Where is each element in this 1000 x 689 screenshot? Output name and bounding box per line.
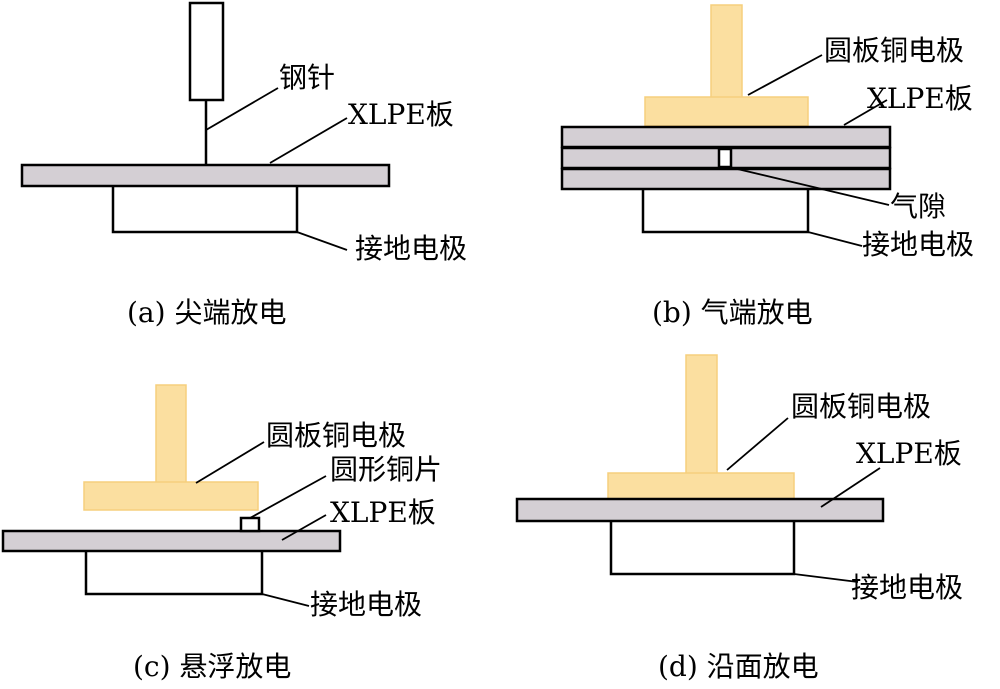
xlpe-leader-line (843, 99, 888, 126)
panel-b: 圆板铜电极 XLPE板 气隙 接地电极 (b) 气端放电 (560, 4, 974, 329)
gap-label: 气隙 (890, 190, 946, 223)
ground-electrode (641, 186, 810, 234)
copper-disc-electrode (83, 481, 259, 511)
ground-electrode (84, 548, 264, 596)
panel-a: 钢针 XLPE板 接地电极 (a) 尖端放电 (20, 1, 467, 329)
copper-label: 圆板铜电极 (824, 34, 964, 67)
ground-electrode (609, 518, 796, 576)
copper-label: 圆板铜电极 (791, 390, 931, 423)
xlpe-plate (515, 497, 885, 523)
xlpe-leader-line (281, 514, 327, 541)
xlpe-layer-bottom (560, 167, 892, 191)
copper-label: 圆板铜电极 (266, 419, 406, 452)
copper-leader-line (726, 417, 789, 471)
panel-c: 圆板铜电极 圆形铜片 XLPE板 接地电极 (c) 悬浮放电 (1, 384, 442, 683)
panel-d: 圆板铜电极 XLPE板 接地电极 (d) 沿面放电 (515, 354, 963, 683)
gap-leader-line (728, 166, 890, 206)
xlpe-layer-top (560, 125, 892, 149)
needle-leader-line (205, 87, 279, 131)
copper-disc-electrode (607, 472, 795, 500)
caption-a: (a) 尖端放电 (127, 296, 286, 329)
needle-label: 钢针 (279, 61, 335, 94)
xlpe-leader-line (820, 467, 881, 508)
ground-leader-line (296, 231, 348, 251)
xlpe-label: XLPE板 (856, 437, 962, 470)
copper-sheet (239, 516, 261, 533)
xlpe-label: XLPE板 (348, 98, 454, 131)
ground-label: 接地电极 (851, 571, 963, 604)
air-gap (717, 147, 733, 169)
ground-electrode (111, 182, 299, 234)
needle-holder (188, 1, 225, 102)
caption-d: (d) 沿面放电 (658, 650, 819, 683)
xlpe-label: XLPE板 (330, 496, 436, 529)
sheet-leader-line (249, 475, 327, 519)
copper-disc-stem (155, 384, 187, 484)
caption-b: (b) 气端放电 (652, 296, 813, 329)
sheet-label: 圆形铜片 (330, 453, 442, 486)
xlpe-plate (1, 529, 342, 553)
ground-label: 接地电极 (310, 588, 422, 621)
copper-leader-line (747, 54, 823, 96)
xlpe-label: XLPE板 (867, 82, 973, 115)
caption-c: (c) 悬浮放电 (133, 650, 291, 683)
ground-label: 接地电极 (355, 232, 467, 265)
copper-leader-line (195, 441, 265, 484)
ground-leader-line (261, 593, 310, 607)
copper-disc-electrode (644, 96, 809, 127)
xlpe-leader-line (269, 117, 348, 164)
ground-leader-line (807, 231, 863, 247)
copper-disc-stem (710, 4, 743, 99)
xlpe-plate (20, 163, 391, 188)
ground-label: 接地电极 (862, 228, 974, 261)
copper-disc-stem (685, 354, 718, 475)
ground-leader-line (793, 573, 859, 583)
